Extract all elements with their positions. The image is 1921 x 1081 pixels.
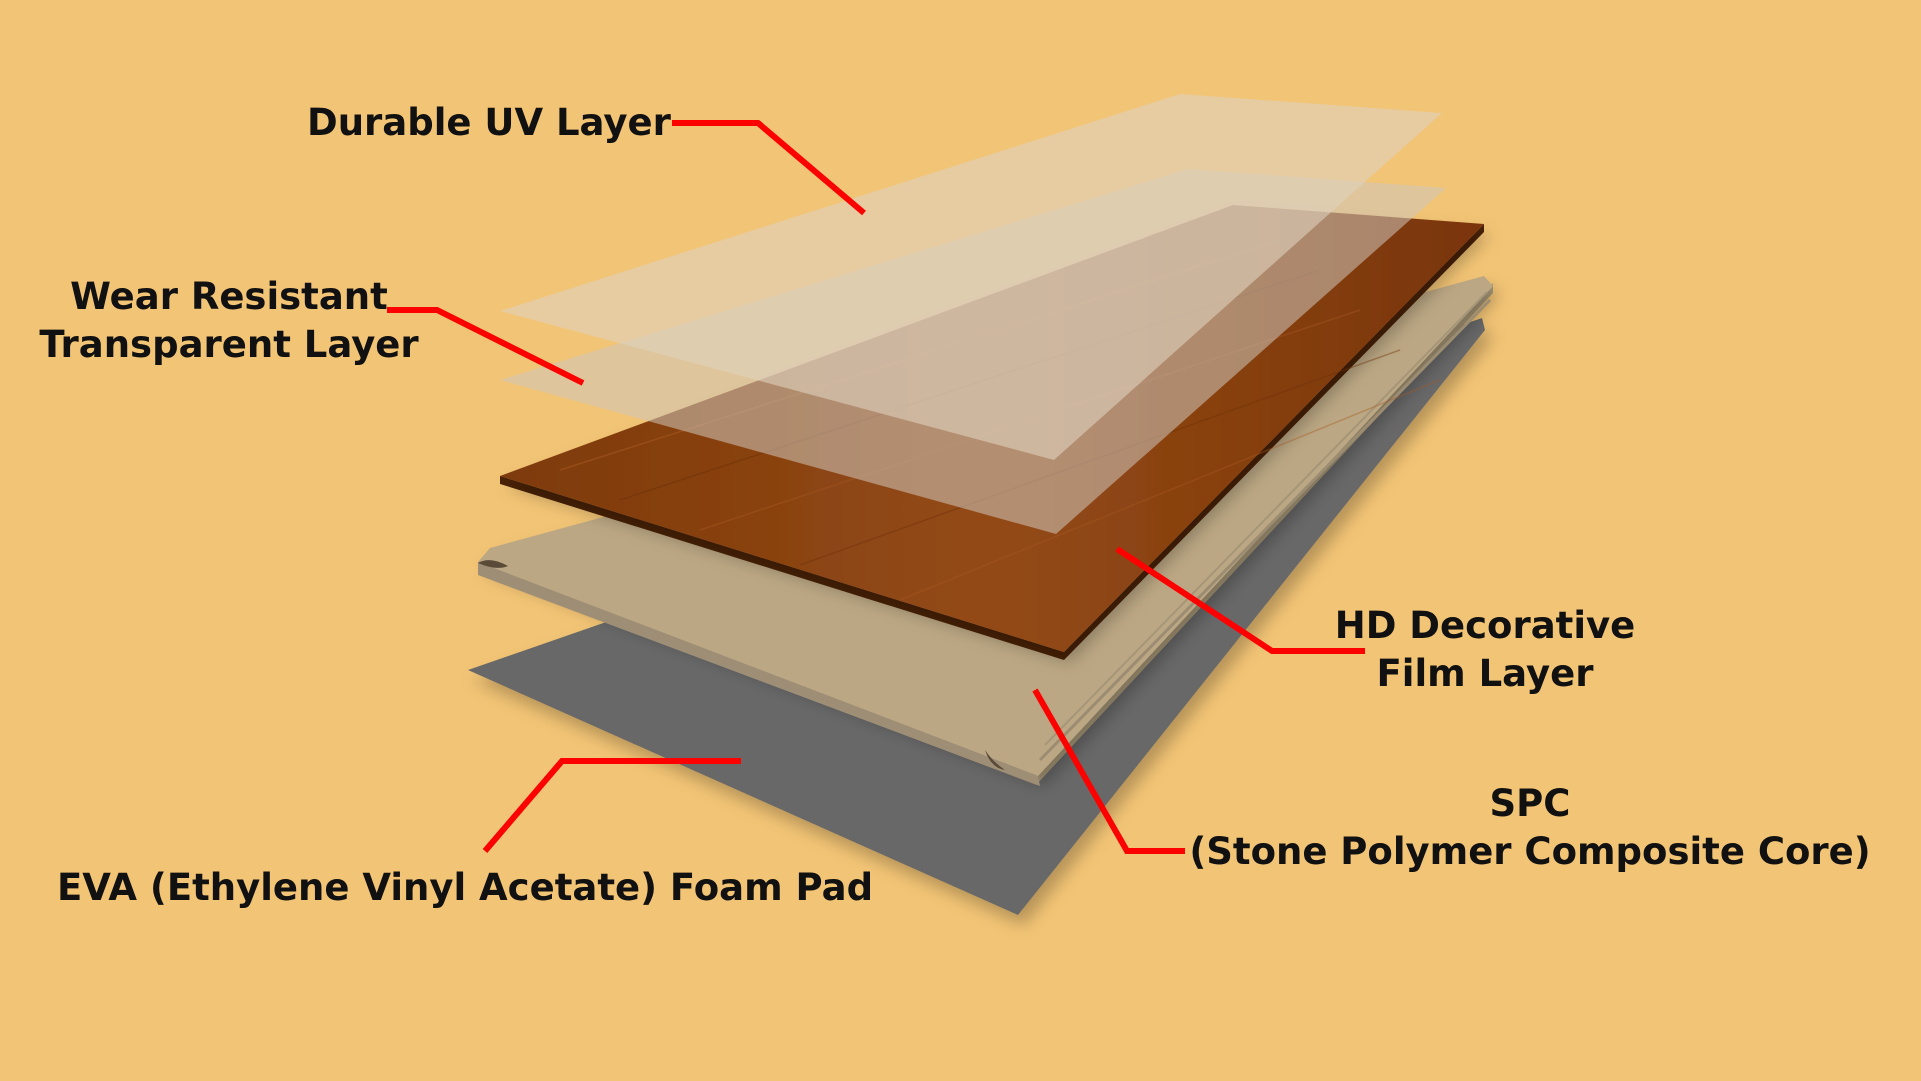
spc-layer-label: SPC (Stone Polymer Composite Core) <box>1175 780 1885 876</box>
eva-leader-line <box>482 758 741 853</box>
film-layer-label-line2: Film Layer <box>1376 652 1594 695</box>
spc-leader-line <box>1032 688 1185 854</box>
eva-layer-label: EVA (Ethylene Vinyl Acetate) Foam Pad <box>57 864 873 912</box>
film-layer-label: HD Decorative Film Layer <box>1280 602 1690 698</box>
film-layer-label-line1: HD Decorative <box>1334 604 1636 647</box>
wear-layer-label: Wear Resistant Transparent Layer <box>38 273 420 369</box>
leader-lines <box>387 120 1365 854</box>
uv-layer-label-text: Durable UV Layer <box>307 101 671 144</box>
spc-layer-label-line1: SPC <box>1489 782 1571 825</box>
spc-layer-label-line2: (Stone Polymer Composite Core) <box>1189 830 1871 873</box>
uv-layer-label: Durable UV Layer <box>307 99 671 147</box>
wear-leader-line <box>387 307 585 386</box>
spc-core-groove-2 <box>1044 291 1488 746</box>
eva-layer-label-text: EVA (Ethylene Vinyl Acetate) Foam Pad <box>57 866 874 909</box>
uv-layer-sheet <box>500 94 1442 460</box>
film-leader-line <box>1115 546 1365 654</box>
spc-core-groove <box>1038 298 1492 762</box>
wear-layer-label-line2: Transparent Layer <box>39 323 419 366</box>
spc-core-edge <box>478 562 1040 786</box>
wear-layer-label-line1: Wear Resistant <box>70 275 388 318</box>
uv-leader-line <box>672 120 866 216</box>
spc-core-click-joint <box>478 560 508 568</box>
uv-layer <box>500 94 1442 460</box>
